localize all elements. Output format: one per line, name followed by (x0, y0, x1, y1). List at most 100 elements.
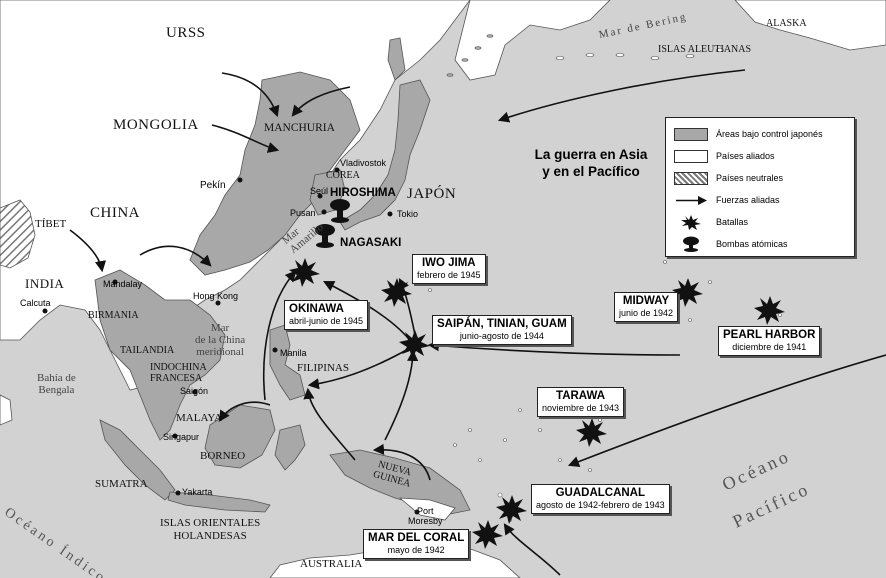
label-borneo: BORNEO (200, 450, 246, 462)
battle-date: diciembre de 1941 (732, 342, 807, 352)
legend-item-battles: Batallas (674, 214, 748, 230)
legend-item-neutral: Países neutrales (674, 170, 783, 186)
battle-name: IWO JIMA (421, 257, 476, 269)
battle-markers (289, 258, 785, 549)
arrow-aleutians (497, 69, 746, 123)
label-islas-orientales-line2: HOLANDESAS (173, 530, 247, 542)
legend-mushroom-cloud-icon (683, 236, 699, 252)
battle-pearl-icon (754, 296, 785, 325)
label-hiroshima: HIROSHIMA (330, 187, 396, 199)
label-sumatra: SUMATRA (95, 478, 148, 490)
label-pekin: Pekín (200, 180, 226, 191)
label-indochina-line1: INDOCHINA (150, 362, 207, 373)
battle-coral-icon (472, 520, 503, 549)
label-filipinas: FILIPINAS (297, 362, 349, 374)
allied-arrows (69, 69, 886, 576)
arrow-urss-2 (291, 86, 351, 117)
sakhalin-zone (387, 37, 406, 81)
legend-label: Fuerzas aliadas (716, 195, 780, 205)
battle-okinawa-icon (289, 258, 320, 287)
battle-date: abril-junio de 1945 (289, 316, 364, 326)
siberia-east (454, 0, 611, 81)
arrow-india (69, 229, 107, 273)
label-manchuria: MANCHURIA (264, 122, 335, 134)
arrow-philippines-okinawa (262, 270, 297, 401)
battle-date: agosto de 1942-febrero de 1943 (536, 500, 665, 510)
label-bahia-bengala-line2: Bengala (38, 384, 75, 396)
label-singapur: Singapur (163, 432, 200, 442)
battle-name: OKINAWA (289, 303, 344, 315)
java-zone (167, 491, 271, 513)
aleutian-islands (555, 48, 725, 60)
battle-date: junio-agosto de 1944 (459, 331, 544, 341)
mushroom-cloud-hiroshima-icon (330, 199, 350, 223)
label-nagasaki: NAGASAKI (340, 237, 402, 249)
japanese-mainland-zone (189, 71, 361, 276)
label-port-moresby-line1: Port (417, 506, 434, 516)
label-vladivostok: Vladivostok (340, 158, 387, 168)
label-japon: JAPÓN (407, 186, 457, 202)
battle-name: GUADALCANAL (555, 487, 646, 499)
legend-item-atomic: Bombas atómicas (674, 236, 788, 252)
label-urss: URSS (166, 25, 206, 41)
battle-date: febrero de 1945 (417, 270, 481, 280)
ceylon (0, 394, 13, 426)
legend-label: Batallas (716, 217, 749, 227)
philippines-zone (269, 324, 306, 401)
legend-swatch-japanese (674, 127, 708, 141)
arrow-newguinea-saipan (384, 349, 419, 441)
arrow-china (139, 245, 212, 267)
label-india: INDIA (25, 276, 65, 291)
battle-iwojima-icon (381, 278, 412, 307)
alaska-land (734, 0, 886, 51)
battle-date: junio de 1942 (619, 308, 674, 318)
label-pusan: Pusan (290, 208, 316, 218)
map-title-line1: La guerra en Asia (534, 147, 648, 162)
legend-battle-icon (681, 215, 701, 230)
arrow-saipan-iwojima (398, 277, 416, 336)
battle-date: noviembre de 1943 (542, 403, 620, 413)
map-title-line2: y en el Pacífico (542, 164, 640, 179)
label-hong-kong: Hong Kong (193, 291, 239, 301)
legend-item-allied-forces: Fuerzas aliadas (674, 192, 780, 208)
map-title: La guerra en Asia y en el Pacífico (527, 146, 655, 180)
label-mar-china-line1: Mar (210, 322, 230, 334)
label-manila: Manila (280, 348, 307, 358)
city-dots (42, 167, 420, 515)
arrow-tarawa (567, 354, 886, 467)
arrow-saipan-okinawa (323, 280, 413, 344)
battle-date: mayo de 1942 (387, 545, 445, 555)
legend-item-japanese-control: Áreas bajo control japonés (674, 126, 823, 142)
label-mongolia: MONGOLIA (113, 117, 199, 133)
arrow-urss-1 (221, 72, 280, 118)
arrow-mongolia (211, 124, 280, 153)
battle-box-saipan: SAIPÁN, TINIAN, GUAM junio-agosto de 194… (432, 315, 572, 345)
label-calcuta: Calcuta (20, 298, 51, 308)
legend-swatch-allied (674, 149, 708, 163)
label-yakarta: Yakarta (182, 487, 213, 497)
battle-name: MAR DEL CORAL (368, 532, 465, 544)
japan-zone (339, 79, 431, 231)
label-tailandia: TAILANDIA (120, 345, 175, 356)
arrow-philippines-malaya (218, 401, 271, 422)
southeast-asia-zone (94, 269, 226, 441)
battle-name: PEARL HARBOR (723, 329, 816, 341)
label-seul: Seúl (310, 186, 329, 196)
label-saigon: Saigón (180, 386, 209, 396)
battle-tarawa-icon (576, 418, 607, 447)
legend-arrow-icon (676, 195, 707, 205)
label-mar-china-line2: de la China (195, 334, 246, 346)
label-tibet: TÍBET (35, 218, 67, 230)
legend-item-allied: Países aliados (674, 148, 775, 164)
label-corea: COREA (326, 170, 360, 181)
battle-name: TARAWA (556, 390, 606, 402)
battle-saipan-icon (399, 330, 430, 359)
atomic-bombs (315, 199, 350, 248)
